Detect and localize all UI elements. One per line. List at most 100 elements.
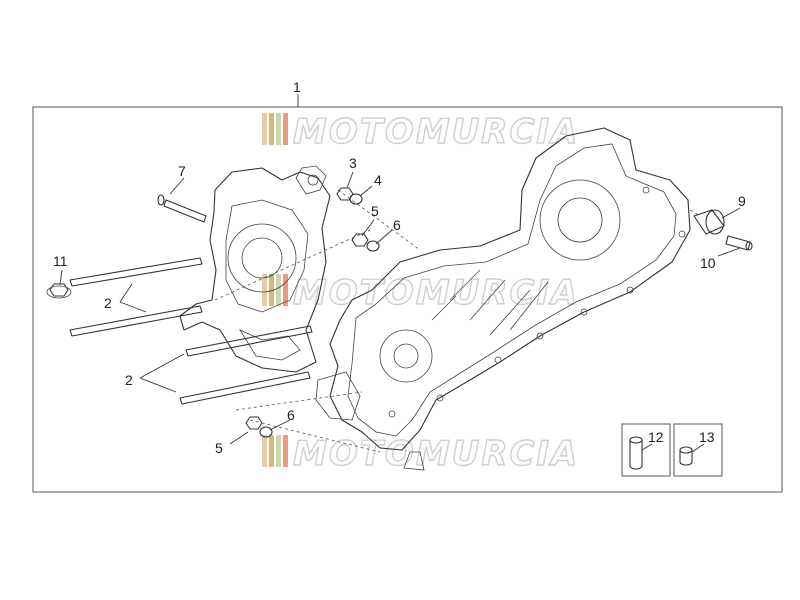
right-case-clutch-bore-inner	[557, 197, 603, 243]
left-case-mount-lug	[295, 165, 327, 195]
part-2-stud-middle	[69, 305, 203, 337]
leader-line	[119, 283, 133, 303]
callout-9: 9	[738, 193, 746, 209]
alignment-line	[249, 419, 381, 453]
left-case-mount-hole	[307, 174, 319, 186]
bolt-hole	[626, 286, 634, 294]
callout-2: 2	[125, 372, 133, 388]
left-case-rib	[225, 199, 309, 313]
washer	[366, 240, 380, 252]
callout-6: 6	[287, 407, 295, 423]
right-case-ribs	[431, 269, 549, 336]
inset-box-13	[673, 423, 723, 477]
leader-line	[269, 419, 291, 431]
right-crankcase-half	[315, 127, 691, 471]
alignment-line	[337, 189, 421, 251]
pin-end	[745, 241, 753, 251]
part-12-dowel	[629, 439, 643, 470]
watermark-stripe-3	[276, 435, 281, 467]
left-crankcase-half	[179, 165, 331, 373]
part-9-bushing	[693, 209, 725, 235]
right-case-drain-boss	[403, 451, 425, 471]
leader-line	[361, 219, 375, 237]
bushing-end	[705, 209, 725, 235]
left-case-bearing-inner	[241, 237, 283, 279]
part-2-stud-lower-a	[185, 325, 313, 357]
diagram-frame	[32, 106, 783, 493]
watermark-stripe-1	[262, 113, 267, 145]
watermark-text: MOTOMURCIA	[293, 112, 579, 152]
watermark-middle: MOTOMURCIA	[262, 272, 579, 314]
watermark-stripe-2	[269, 435, 274, 467]
callout-7: 7	[178, 163, 186, 179]
bolt-shank	[163, 199, 207, 223]
part-2-stud-upper	[69, 257, 203, 287]
bolt-hole	[580, 308, 588, 316]
part-10-pin	[725, 235, 753, 251]
inset-box-frame	[673, 423, 723, 477]
callout-5: 5	[215, 440, 223, 456]
callout-13: 13	[699, 429, 715, 445]
watermark-stripe-3	[276, 274, 281, 306]
leader-line	[119, 301, 147, 313]
watermark-bottom: MOTOMURCIA	[262, 433, 578, 475]
right-case-gasket-line	[347, 143, 677, 437]
right-case-clutch-bore-outer	[539, 179, 621, 261]
nut	[336, 187, 354, 201]
part-3-nut-upper	[336, 187, 354, 201]
watermark-stripe-2	[269, 113, 274, 145]
part-5-nut-lower	[245, 416, 263, 430]
bolt-hole	[678, 230, 686, 238]
stud-body	[69, 257, 203, 287]
callout-11: 11	[53, 253, 68, 269]
stud-body	[69, 305, 203, 337]
callout-2: 2	[104, 295, 112, 311]
right-case-crank-bore-inner	[393, 343, 419, 369]
part-6-washer-upper	[366, 240, 380, 252]
leader-line	[691, 443, 705, 453]
right-case-outline	[329, 127, 691, 451]
right-case-lower-foot	[315, 371, 361, 421]
part-13-dowel	[679, 449, 693, 466]
watermark-top: MOTOMURCIA	[262, 111, 579, 153]
bolt-head	[157, 194, 165, 206]
nut-flange	[46, 285, 72, 299]
leader-line	[229, 431, 249, 445]
inset-box-12	[621, 423, 671, 477]
part-7-bolt	[157, 194, 207, 223]
washer	[259, 426, 273, 438]
bolt-hole	[388, 410, 396, 418]
leader-line	[169, 177, 185, 195]
part-5-nut-upper	[351, 233, 369, 247]
alignment-line	[214, 229, 371, 301]
bolt-hole	[536, 332, 544, 340]
leader-line	[139, 377, 177, 393]
leader-line	[59, 269, 63, 285]
watermark-text: MOTOMURCIA	[293, 273, 579, 313]
inset-box-frame	[621, 423, 671, 477]
watermark-stripe-4	[283, 274, 288, 306]
callout-10: 10	[700, 255, 716, 271]
stud-body	[179, 371, 311, 405]
callout-3: 3	[349, 155, 357, 171]
callout-12: 12	[648, 429, 664, 445]
part-11-nut	[46, 283, 72, 299]
alignment-line	[235, 391, 363, 411]
leader-line	[139, 353, 185, 379]
bolt-hole	[436, 394, 444, 402]
left-case-lower-boss	[238, 329, 301, 361]
callout-1: 1	[293, 79, 301, 95]
leader-line	[346, 171, 354, 189]
flange-nut	[49, 283, 69, 297]
watermark-stripe-4	[283, 435, 288, 467]
leader-line	[375, 229, 393, 245]
watermark-stripe-2	[269, 274, 274, 306]
part-2-stud-lower-b	[179, 371, 311, 405]
dowel-top	[679, 446, 693, 454]
leader-line	[359, 185, 373, 197]
left-case-bearing-outer	[227, 223, 297, 293]
alignment-line	[689, 209, 701, 217]
dowel-top	[629, 436, 643, 444]
callout-6: 6	[393, 217, 401, 233]
bolt-hole	[642, 186, 650, 194]
